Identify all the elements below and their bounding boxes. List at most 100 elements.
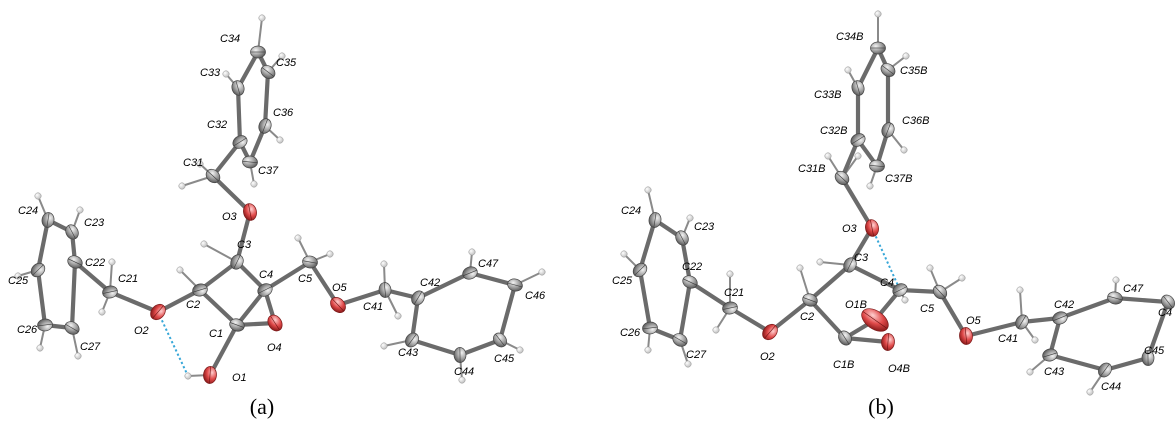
ellipsoid-axis	[102, 290, 118, 294]
bond	[235, 85, 243, 145]
ellipsoid-axis	[233, 137, 247, 147]
atom-label-c41: C41	[363, 301, 383, 313]
hydrogen-atom	[14, 272, 22, 280]
atom-label-c47: C47	[478, 258, 499, 270]
ellipsoid-axis	[407, 333, 417, 347]
atom-label-c24: C24	[18, 205, 38, 217]
atom-label-c43: C43	[1044, 366, 1065, 378]
bond	[335, 287, 388, 308]
atom-label-c3: C3	[854, 252, 869, 264]
ellipsoid-axis	[893, 286, 907, 294]
bond	[234, 209, 253, 265]
atom-label-c4: C4	[259, 269, 273, 281]
bond	[677, 279, 693, 343]
atom-label-c4: C4	[880, 277, 894, 289]
hydrogen-atom	[902, 52, 910, 60]
hydrogen-bond-dashed	[871, 227, 901, 291]
hydrogen-atom	[538, 268, 546, 276]
ellipsoid-axis	[37, 323, 53, 327]
hydrogen-atom	[468, 248, 476, 256]
ellipsoid-axis	[1100, 363, 1110, 377]
bond	[1102, 355, 1151, 373]
atom-label-c32: C32	[207, 119, 227, 131]
hydrogen-atom	[380, 342, 388, 350]
panel-b-caption: (b)	[868, 394, 894, 419]
bond	[415, 270, 473, 301]
ellipsoid-axis	[209, 366, 211, 384]
ellipsoid-axis	[836, 172, 848, 184]
bond	[1112, 295, 1171, 305]
hydrogen-atom	[1086, 388, 1094, 396]
ellipsoid-axis	[764, 325, 776, 339]
ellipsoid-axis	[46, 212, 50, 228]
atom-label-c27: C27	[686, 349, 707, 361]
ellipsoid-axis	[68, 225, 76, 239]
ellipsoid-axis	[1042, 352, 1058, 358]
hydrogen-atom	[380, 260, 388, 268]
hydrogen-atom	[458, 376, 466, 384]
hydrogen-atom	[276, 136, 284, 144]
ellipsoid-axis	[683, 278, 697, 286]
hydrogen-atom	[200, 240, 208, 248]
bond	[1047, 352, 1108, 373]
ellipsoid-axis	[507, 282, 523, 288]
atom-label-c26: C26	[17, 324, 38, 336]
ellipsoid-axis	[851, 135, 865, 145]
atom-label-c32b: C32B	[820, 125, 848, 137]
bond	[1145, 299, 1171, 361]
ellipsoid-axis	[152, 305, 164, 319]
ellipsoid-axis	[678, 231, 686, 245]
atom-label-c2: C2	[186, 299, 200, 311]
atom-label-o2: O2	[134, 325, 149, 337]
atom-label-c37: C37	[258, 165, 279, 177]
bond	[197, 287, 240, 328]
ellipsoid-axis	[192, 287, 208, 293]
hydrogen-atom	[326, 250, 334, 258]
hydrogen-atom	[176, 266, 184, 274]
bond	[937, 289, 969, 339]
ellipsoid-axis	[870, 219, 874, 237]
bond	[1057, 295, 1118, 321]
ellipsoid-axis	[248, 203, 252, 221]
ellipsoid-axis	[887, 333, 889, 351]
hydrogen-atom	[686, 214, 694, 222]
atom-label-c37b: C37B	[885, 173, 913, 185]
bond	[807, 262, 853, 303]
atom-label-c2: C2	[800, 311, 814, 323]
ellipsoid-axis	[634, 264, 646, 276]
ellipsoid-axis	[68, 258, 82, 266]
ellipsoid-axis	[413, 291, 423, 305]
ellipsoid-axis	[229, 322, 245, 328]
atom-label-c31b: C31B	[798, 163, 826, 175]
atom-label-o3: O3	[222, 211, 238, 223]
bond	[107, 289, 161, 315]
bond	[409, 337, 463, 358]
ellipsoid-axis	[673, 335, 687, 345]
bond	[637, 217, 658, 273]
bond	[727, 305, 773, 335]
atom-label-c45: C45	[1144, 345, 1165, 357]
hydrogen-atom	[644, 346, 652, 354]
ellipsoid-axis	[302, 260, 318, 264]
atom-label-c46: C46	[525, 290, 546, 302]
atom-label-o2: O2	[760, 351, 775, 363]
atom-label-c35b: C35B	[900, 65, 928, 77]
hydrogen-atom	[258, 14, 266, 22]
bond	[207, 322, 240, 378]
hydrogen-atom	[796, 264, 804, 272]
hydrogen-atom	[684, 360, 692, 368]
atom-label-c33: C33	[200, 67, 221, 79]
ellipsoid-axis	[262, 118, 268, 134]
atom-label-c42: C42	[420, 277, 440, 289]
bond	[687, 279, 733, 311]
atom-label-c35: C35	[276, 57, 297, 69]
atom-label-c26: C26	[620, 327, 641, 339]
bond	[807, 297, 848, 341]
atom-label-c44: C44	[1101, 381, 1121, 393]
ellipsoid-axis	[846, 258, 854, 272]
ellipsoid-axis	[65, 323, 79, 333]
ellipsoid-axis	[383, 282, 387, 298]
atom-label-c27: C27	[80, 341, 101, 353]
